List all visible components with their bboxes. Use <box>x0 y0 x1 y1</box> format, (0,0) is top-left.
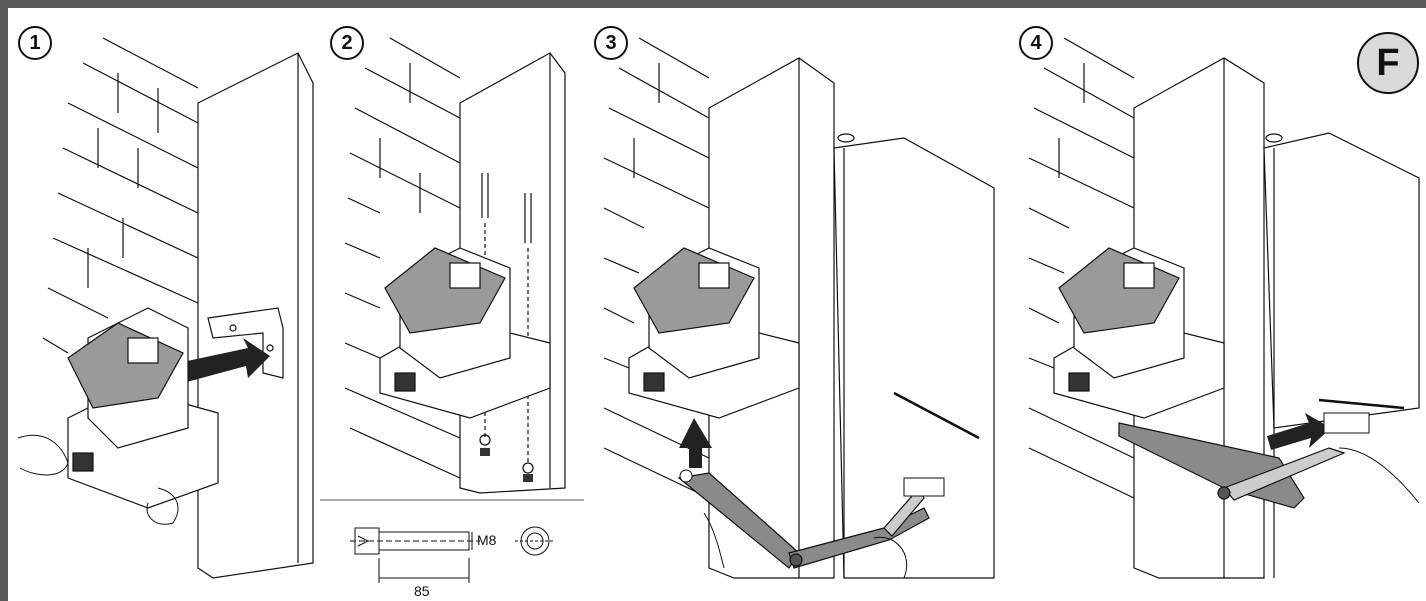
step-1-illustration <box>17 37 314 579</box>
step-number-badge: 1 <box>18 26 52 60</box>
step-panel-3: 3 <box>584 8 1010 601</box>
step-panel-2: 2 <box>320 8 585 601</box>
step-2-illustration <box>320 37 584 583</box>
left-border <box>0 0 8 601</box>
thread-size-label: M8 <box>477 532 497 548</box>
step-panel-1: 1 <box>8 8 321 601</box>
step-4-illustration <box>1028 37 1420 579</box>
section-badge: F <box>1357 32 1419 94</box>
step-number-badge: 3 <box>594 26 628 60</box>
top-border <box>0 0 1426 8</box>
step-number-badge: 2 <box>330 26 364 60</box>
step-panel-4: 4 F <box>1009 8 1426 601</box>
step-number-badge: 4 <box>1019 26 1053 60</box>
step-3-illustration <box>603 37 995 579</box>
screw-length-label: 85 <box>414 583 430 599</box>
